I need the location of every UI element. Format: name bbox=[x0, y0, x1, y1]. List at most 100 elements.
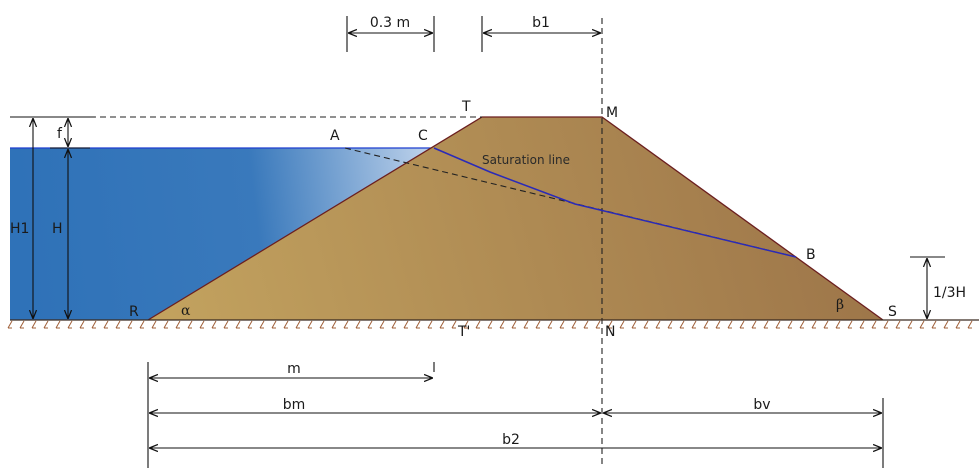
dam-body bbox=[148, 117, 883, 320]
ground-hatch-mark bbox=[607, 320, 613, 329]
ground-hatch-mark bbox=[595, 320, 601, 329]
ground-hatch-mark bbox=[871, 320, 877, 329]
ground-hatch-mark bbox=[703, 320, 709, 329]
ground-hatch-mark bbox=[655, 320, 661, 329]
ground-hatch-mark bbox=[355, 320, 361, 329]
ground-hatch-mark bbox=[523, 320, 529, 329]
ground-hatch-mark bbox=[691, 320, 697, 329]
ground-hatch-mark bbox=[823, 320, 829, 329]
ground-hatch-mark bbox=[343, 320, 349, 329]
angle-beta-label: β bbox=[836, 297, 844, 313]
ground-hatch-mark bbox=[127, 320, 133, 329]
ground-hatch-mark bbox=[679, 320, 685, 329]
ground-hatch-mark bbox=[859, 320, 865, 329]
dim-m-label: m bbox=[287, 361, 301, 377]
ground-hatch-mark bbox=[55, 320, 61, 329]
dim-b2-label: b2 bbox=[502, 432, 520, 448]
dim-b1-label: b1 bbox=[532, 15, 550, 31]
ground-hatch-mark bbox=[187, 320, 193, 329]
ground-hatch-mark bbox=[559, 320, 565, 329]
saturation-line bbox=[433, 147, 797, 258]
ground-hatch-mark bbox=[895, 320, 901, 329]
point-b-label: B bbox=[806, 247, 816, 263]
ground-hatch-mark bbox=[283, 320, 289, 329]
ground-hatch-mark bbox=[247, 320, 253, 329]
ground-hatch-mark bbox=[619, 320, 625, 329]
ground-hatch-mark bbox=[763, 320, 769, 329]
dim-0-3m-label: 0.3 m bbox=[370, 15, 410, 31]
ground-hatch-mark bbox=[295, 320, 301, 329]
ground-hatch-mark bbox=[31, 320, 37, 329]
ground-hatch-mark bbox=[847, 320, 853, 329]
point-c-label: C bbox=[418, 128, 428, 144]
label-h: H bbox=[52, 221, 63, 237]
ground-hatch-mark bbox=[787, 320, 793, 329]
ground-hatch-mark bbox=[475, 320, 481, 329]
ground-hatch-mark bbox=[427, 320, 433, 329]
ground-hatch-mark bbox=[319, 320, 325, 329]
ground-hatch-mark bbox=[19, 320, 25, 329]
point-n-label: N bbox=[605, 324, 615, 340]
ground-hatch-mark bbox=[235, 320, 241, 329]
ground-hatch-mark bbox=[955, 320, 961, 329]
ground-hatch-mark bbox=[967, 320, 973, 329]
ground-hatch-mark bbox=[907, 320, 913, 329]
ground-hatch-mark bbox=[415, 320, 421, 329]
label-h1: H1 bbox=[10, 221, 29, 237]
ground-hatch-mark bbox=[403, 320, 409, 329]
ground-hatch-mark bbox=[463, 320, 469, 329]
ground-hatch-mark bbox=[139, 320, 145, 329]
label-f: f bbox=[57, 126, 63, 142]
ground-hatch-mark bbox=[151, 320, 157, 329]
point-a-label: A bbox=[330, 128, 340, 144]
ground-hatch-mark bbox=[943, 320, 949, 329]
point-t-label: T bbox=[461, 99, 471, 115]
point-r-label: R bbox=[129, 304, 139, 320]
ground-hatch-mark bbox=[919, 320, 925, 329]
angle-alpha-label: α bbox=[181, 303, 191, 319]
point-m-label: M bbox=[606, 105, 618, 121]
point-s-label: S bbox=[888, 304, 897, 320]
reservoir-water bbox=[10, 148, 434, 320]
ground-hatch-mark bbox=[499, 320, 505, 329]
ground-hatch-mark bbox=[91, 320, 97, 329]
ground-hatch-mark bbox=[583, 320, 589, 329]
label-one-third-h: 1/3H bbox=[933, 285, 966, 301]
ground-hatch-mark bbox=[175, 320, 181, 329]
ground-hatch-mark bbox=[487, 320, 493, 329]
ground-hatch-mark bbox=[811, 320, 817, 329]
ground-hatch-mark bbox=[535, 320, 541, 329]
ground-hatch-mark bbox=[511, 320, 517, 329]
ground-hatch-mark bbox=[271, 320, 277, 329]
ground-hatch-mark bbox=[727, 320, 733, 329]
ground-hatch-mark bbox=[835, 320, 841, 329]
ground-hatch-mark bbox=[883, 320, 889, 329]
ground-hatch-mark bbox=[103, 320, 109, 329]
ground-hatch-mark bbox=[631, 320, 637, 329]
ground-hatch-mark bbox=[799, 320, 805, 329]
ground-hatch-mark bbox=[79, 320, 85, 329]
ground-hatch-mark bbox=[751, 320, 757, 329]
dam-outline bbox=[147, 116, 884, 321]
point-t-prime-label: T' bbox=[457, 324, 470, 340]
ground-hatch-mark bbox=[931, 320, 937, 329]
ground-hatch-mark bbox=[67, 320, 73, 329]
ground-hatch-mark bbox=[667, 320, 673, 329]
ground-hatch-mark bbox=[163, 320, 169, 329]
ground-hatching bbox=[7, 320, 973, 329]
ground-hatch-mark bbox=[739, 320, 745, 329]
ground-hatch-mark bbox=[439, 320, 445, 329]
dim-bm-label: bm bbox=[283, 397, 306, 413]
ground-hatch-mark bbox=[331, 320, 337, 329]
ground-hatch-mark bbox=[367, 320, 373, 329]
ground-hatch-mark bbox=[775, 320, 781, 329]
ground-hatch-mark bbox=[643, 320, 649, 329]
dim-bv-label: bv bbox=[753, 397, 770, 413]
ground-hatch-mark bbox=[7, 320, 13, 329]
ground-hatch-mark bbox=[115, 320, 121, 329]
ground-hatch-mark bbox=[199, 320, 205, 329]
ground-hatch-mark bbox=[391, 320, 397, 329]
ground-hatch-mark bbox=[307, 320, 313, 329]
